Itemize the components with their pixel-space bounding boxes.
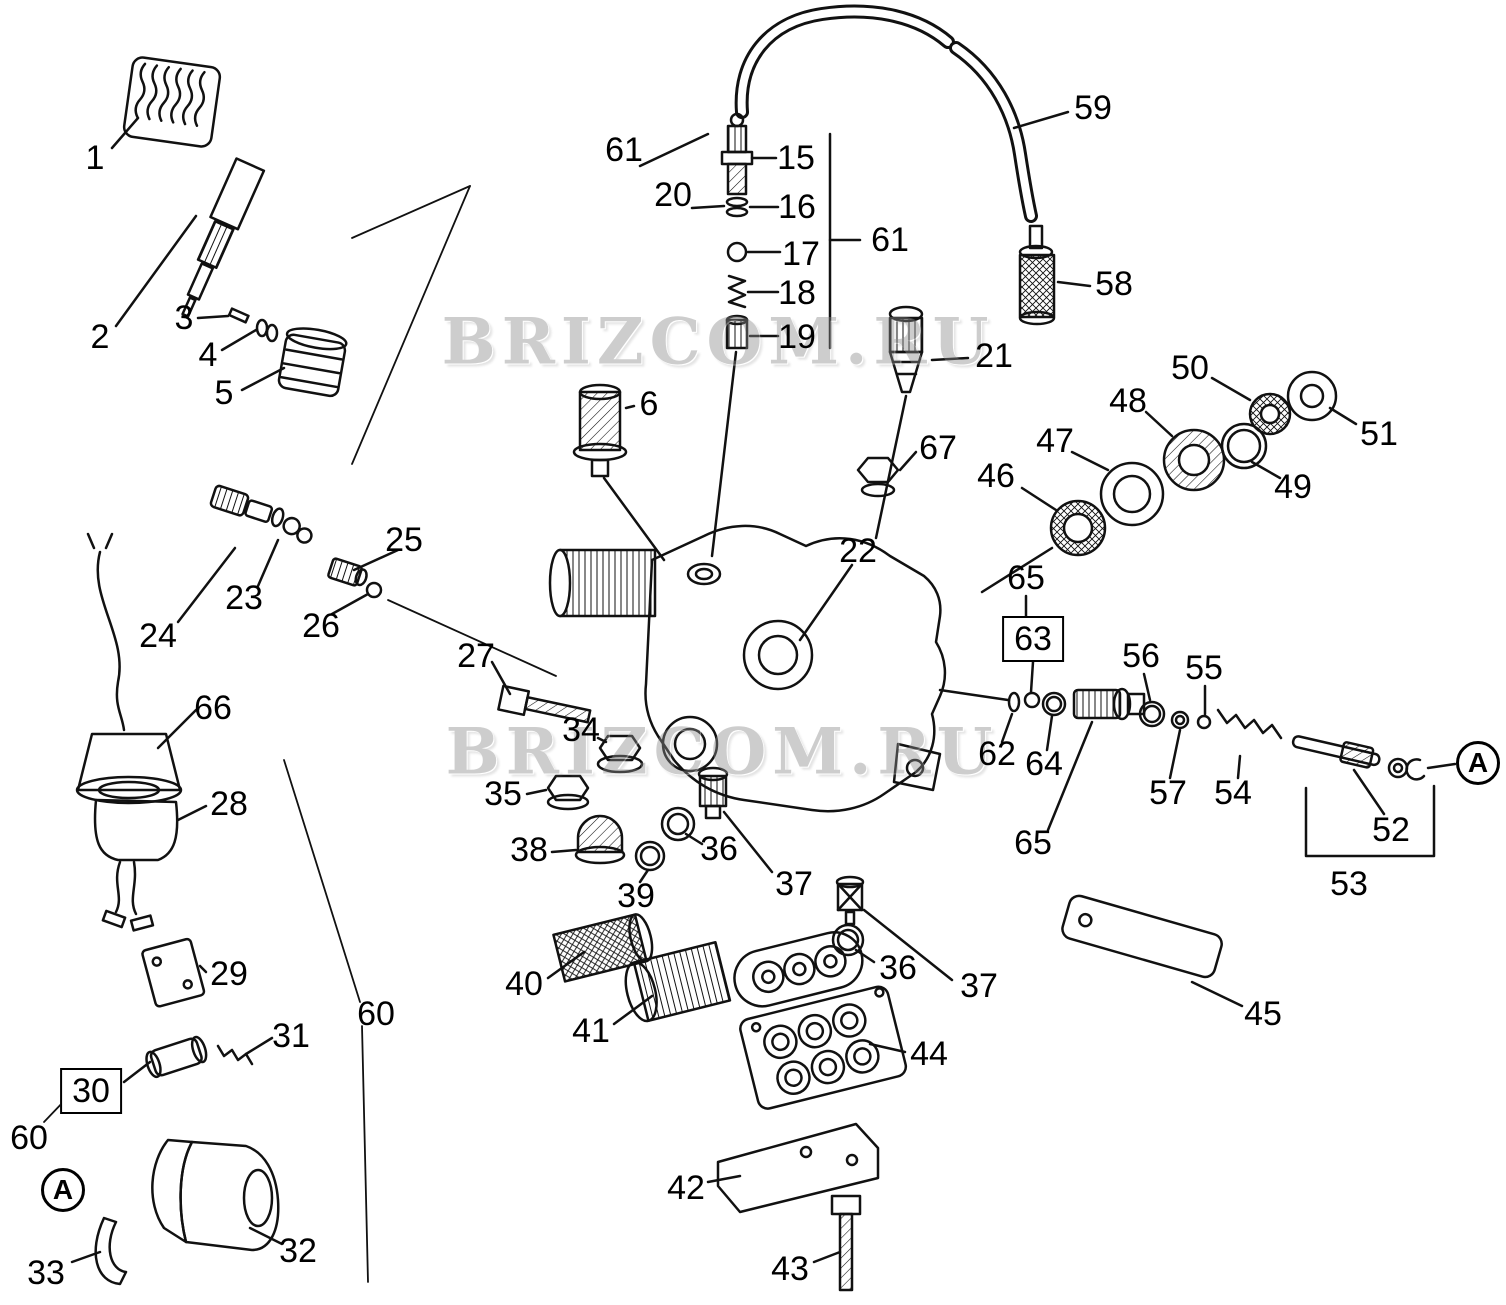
- part-label-19-10: 19: [778, 318, 816, 356]
- sketch-cap-32-clip-33: [70, 1138, 284, 1286]
- part-label-41-32: 41: [572, 1012, 610, 1050]
- part-label-58-51: 58: [1095, 265, 1133, 303]
- watermark-text-0: BRIZCOM.RU: [441, 304, 995, 380]
- part-label-36-27: 36: [700, 830, 738, 868]
- part-label-40-31: 40: [505, 965, 543, 1003]
- sketch-pump-head-22: [548, 524, 1054, 813]
- sketch-tube-40-41: [546, 913, 732, 1026]
- part-label-30-21: 30: [60, 1068, 122, 1114]
- part-label-6-5: 6: [639, 385, 659, 423]
- part-label-61-55: 61: [605, 131, 643, 169]
- part-label-64-59: 64: [1025, 745, 1063, 783]
- part-label-33-24: 33: [27, 1254, 65, 1292]
- part-label-45-38: 45: [1244, 995, 1282, 1033]
- sketch-manifold-44: [733, 875, 954, 1110]
- part-label-57-50: 57: [1149, 774, 1187, 812]
- part-label-4-3: 4: [198, 336, 218, 374]
- sketch-bracket-42: [706, 1122, 880, 1214]
- part-label-47-40: 47: [1036, 422, 1074, 460]
- part-label-46-39: 46: [977, 457, 1015, 495]
- part-label-20-11: 20: [654, 176, 692, 214]
- part-label-42-35: 42: [667, 1169, 705, 1207]
- sketch-rod-52-53: [1291, 735, 1457, 858]
- part-label-15-6: 15: [777, 139, 815, 177]
- part-label-17-8: 17: [782, 235, 820, 273]
- sketch-bolt-27: [490, 660, 592, 724]
- part-label-28-19: 28: [210, 785, 248, 823]
- part-label-29-20: 29: [210, 955, 248, 993]
- part-label-39-30: 39: [617, 877, 655, 915]
- part-label-31-22: 31: [272, 1017, 310, 1055]
- sketch-cable-boot-66-28: [75, 532, 208, 932]
- part-label-65-60: 65: [1007, 559, 1045, 597]
- part-label-32-23: 32: [279, 1232, 317, 1270]
- part-label-3-2: 3: [174, 299, 194, 337]
- part-label-65-61: 65: [1014, 824, 1052, 862]
- sketch-fittings-23-26: [176, 484, 557, 677]
- part-label-49-42: 49: [1274, 468, 1312, 506]
- part-label-34-25: 34: [562, 711, 600, 749]
- sketch-grip-1: [122, 56, 222, 148]
- part-label-44-37: 44: [910, 1035, 948, 1073]
- part-label-5-4: 5: [214, 374, 234, 412]
- part-label-50-43: 50: [1171, 349, 1209, 387]
- part-label-62-57: 62: [978, 735, 1016, 773]
- part-label-59-52: 59: [1074, 89, 1112, 127]
- sketch-hose-59: [734, 4, 1070, 223]
- part-label-22-13: 22: [839, 532, 877, 570]
- part-label-21-12: 21: [975, 337, 1013, 375]
- part-label-56-49: 56: [1122, 637, 1160, 675]
- part-label-66-62: 66: [194, 689, 232, 727]
- part-label-48-41: 48: [1109, 382, 1147, 420]
- sketch-seal-stack-46-51: [1020, 370, 1358, 557]
- part-label-23-14: 23: [225, 579, 263, 617]
- sketch-ports-34-39: [525, 734, 774, 884]
- sketch-valve-stack-15-19: [638, 112, 862, 558]
- sketch-piston-2-5: [110, 116, 471, 465]
- watermark-text-1: BRIZCOM.RU: [445, 714, 999, 790]
- part-label-54-47: 54: [1214, 774, 1252, 812]
- part-label-55-48: 55: [1185, 649, 1223, 687]
- part-label-60-54: 60: [10, 1119, 48, 1157]
- part-label-18-9: 18: [778, 274, 816, 312]
- part-label-52-45: 52: [1372, 811, 1410, 849]
- part-label-24-15: 24: [139, 617, 177, 655]
- sketch-bolt-43: [812, 1194, 862, 1292]
- part-label-60-53: 60: [357, 995, 395, 1033]
- sketch-outlet-group-62-65: [1000, 594, 1283, 832]
- part-label-51-44: 51: [1360, 415, 1398, 453]
- sketch-switch-29-31: [122, 937, 274, 1084]
- part-label-37-28: 37: [775, 865, 813, 903]
- part-label-37-34: 37: [960, 967, 998, 1005]
- sketch-filter-58: [1018, 224, 1092, 326]
- sketch-plug-67: [856, 450, 918, 498]
- detail-marker-A-1: A: [1456, 741, 1500, 785]
- part-label-26-17: 26: [302, 607, 340, 645]
- part-label-36-33: 36: [879, 949, 917, 987]
- part-label-53-46: 53: [1330, 865, 1368, 903]
- part-label-25-16: 25: [385, 521, 423, 559]
- part-label-1-0: 1: [85, 139, 105, 177]
- sketch-plate-45: [1061, 894, 1244, 1008]
- part-label-38-29: 38: [510, 831, 548, 869]
- part-label-35-26: 35: [484, 775, 522, 813]
- sketch-injector-21: [874, 305, 970, 540]
- part-label-67-63: 67: [919, 429, 957, 467]
- part-label-61-56: 61: [871, 221, 909, 259]
- part-label-27-18: 27: [457, 637, 495, 675]
- detail-marker-A-0: A: [41, 1168, 85, 1212]
- part-label-2-1: 2: [90, 318, 110, 356]
- part-label-16-7: 16: [778, 188, 816, 226]
- sketch-valve-6: [572, 383, 666, 562]
- part-label-63-58: 63: [1002, 616, 1064, 662]
- part-label-43-36: 43: [771, 1250, 809, 1288]
